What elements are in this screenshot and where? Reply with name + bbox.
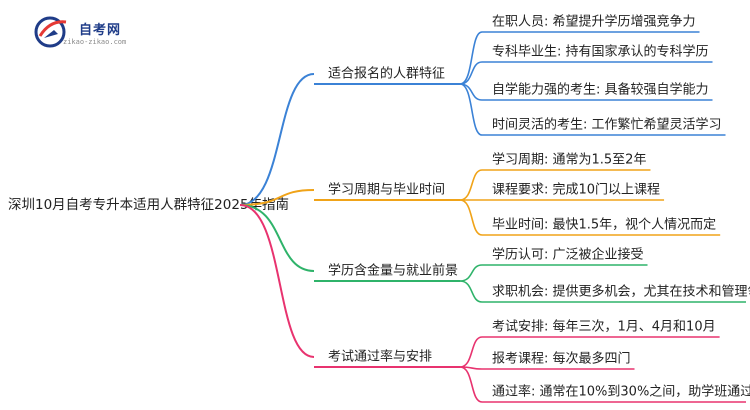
leaf-connector	[459, 366, 483, 403]
root-branch-connector	[239, 204, 315, 272]
leaf-node: 在职人员: 希望提升学历增强竞争力	[492, 14, 696, 30]
leaf-connector	[459, 83, 483, 136]
leaf-node: 专科毕业生: 持有国家承认的专科学历	[492, 44, 709, 60]
leaf-node: 考试安排: 每年三次，1月、4月和10月	[492, 319, 716, 335]
leaf-connector	[459, 336, 483, 368]
root-node: 深圳10月自考专升本适用人群特征2025年指南	[8, 197, 289, 213]
logo-url: zikao-zikao.com	[63, 38, 127, 46]
root-branch-connector	[239, 189, 315, 206]
leaf-node: 报考课程: 每次最多四门	[492, 351, 631, 367]
leaf-node: 课程要求: 完成10门以上课程	[492, 183, 660, 198]
leaf-connector	[459, 61, 483, 85]
root-branch-connector	[239, 204, 315, 358]
branch-node: 学习周期与毕业时间	[328, 182, 445, 198]
leaf-connector	[459, 280, 483, 303]
logo-name: 自考网	[79, 23, 122, 38]
leaf-connector	[459, 83, 483, 101]
leaf-node: 自学能力强的考生: 具备较强自学能力	[492, 82, 709, 98]
leaf-node: 毕业时间: 最快1.5年，视个人情况而定	[492, 218, 716, 233]
leaf-connector	[459, 264, 483, 282]
leaf-connector	[459, 169, 483, 201]
leaf-node: 学历认可: 广泛被企业接受	[492, 247, 644, 263]
leaf-node: 时间灵活的考生: 工作繁忙希望灵活学习	[492, 117, 722, 133]
branch-node: 学历含金量与就业前景	[328, 263, 458, 279]
leaf-node: 通过率: 通常在10%到30%之间，助学班通过率较高	[492, 384, 750, 400]
root-branch-connector	[239, 73, 315, 206]
branch-node: 适合报名的人群特征	[328, 66, 445, 82]
branch-node: 考试通过率与安排	[328, 349, 432, 365]
leaf-node: 学习周期: 通常为1.5至2年	[492, 152, 646, 168]
site-logo: 自考网 zikao-zikao.com	[32, 10, 152, 54]
leaf-connector	[459, 199, 483, 236]
leaf-connector	[459, 31, 483, 85]
leaf-node: 求职机会: 提供更多机会，尤其在技术和管理领域	[492, 284, 750, 300]
logo-mark-icon	[34, 16, 67, 48]
